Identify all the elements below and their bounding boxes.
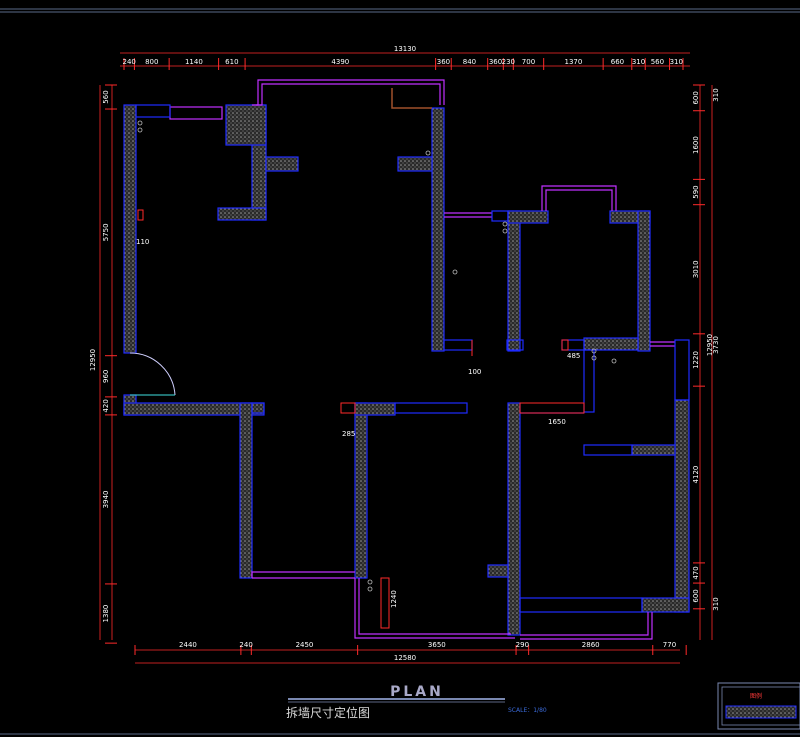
dimension-label: 310 [712,88,720,101]
dimension-label: 1220 [692,351,700,369]
dimension-label: 560 [102,90,110,103]
bottom-total-dimension: 12580 [394,654,416,662]
plan-scale: SCALE：1/80 [508,707,547,714]
drawing-frame [0,8,800,735]
top-total-dimension: 13130 [394,45,416,53]
plan-subtitle: 拆墙尺寸定位图 [286,705,370,720]
note-285: 285 [342,430,355,438]
left-total-dimension: 12950 [89,349,97,371]
dimension-label: 230 [502,58,515,66]
dimension-label: 590 [692,185,700,198]
dimension-ticks [105,58,705,655]
dimension-label: 240 [123,58,136,66]
dimension-label: 360 [437,58,450,66]
fixture-markers [137,120,617,592]
dimension-label: 610 [225,58,238,66]
dimension-label: 290 [516,641,529,649]
dimension-label: 3940 [102,490,110,508]
dimension-label: 600 [692,589,700,602]
note-1650: 1650 [548,418,566,426]
right-total-dimension: 12950 [706,334,714,356]
dimension-label: 5750 [102,223,110,241]
note-110: 110 [136,238,149,246]
dimension-label: 3010 [692,260,700,278]
note-1240: 1240 [390,590,398,608]
dimension-label: 360 [489,58,502,66]
left-dimensions: 560 5750 960 420 3940 1380 [102,90,110,622]
right-dimensions: 600 1600 590 3010 1220 4120 470 600 [692,91,700,602]
dimension-label: 3730 [712,336,720,354]
dimension-label: 1380 [102,605,110,623]
dimension-label: 1600 [692,136,700,154]
dimension-label: 600 [692,91,700,104]
dimension-label: 240 [239,641,252,649]
dimension-label: 310 [712,597,720,610]
dimension-label: 700 [522,58,535,66]
right-extra-dimensions: 310 3730 310 [712,88,720,610]
dimension-label: 1140 [185,58,203,66]
dimension-lines [99,52,713,664]
dimension-label: 4120 [692,466,700,484]
legend-box: 图例 [717,682,800,730]
dimension-label: 3650 [428,641,446,649]
dimension-label: 470 [692,566,700,579]
dimension-label: 660 [611,58,624,66]
door-swing [129,352,176,396]
dimension-label: 560 [651,58,664,66]
dimension-label: 840 [463,58,476,66]
wall-outlines [135,104,690,613]
plan-title: PLAN [390,684,444,700]
demolition-marks [137,209,585,629]
note-485: 485 [567,352,580,360]
dimension-label: 2450 [296,641,314,649]
dimension-label: 800 [145,58,158,66]
dimension-label: 310 [632,58,645,66]
dimension-label: 770 [663,641,676,649]
dimension-label: 1370 [564,58,582,66]
bottom-dimensions: 2440 240 2450 3650 290 2860 770 [179,641,676,649]
dimension-label: 2440 [179,641,197,649]
brown-marks [391,88,432,109]
legend-label: 图例 [750,692,762,700]
dimension-label: 420 [102,399,110,412]
dimension-label: 960 [102,370,110,383]
dimension-label: 2860 [582,641,600,649]
legend-wall-swatch [725,705,797,719]
walls [123,104,690,636]
dimension-label: 310 [670,58,683,66]
note-100: 100 [468,368,481,376]
dimension-label: 4390 [331,58,349,66]
windows [169,79,675,640]
